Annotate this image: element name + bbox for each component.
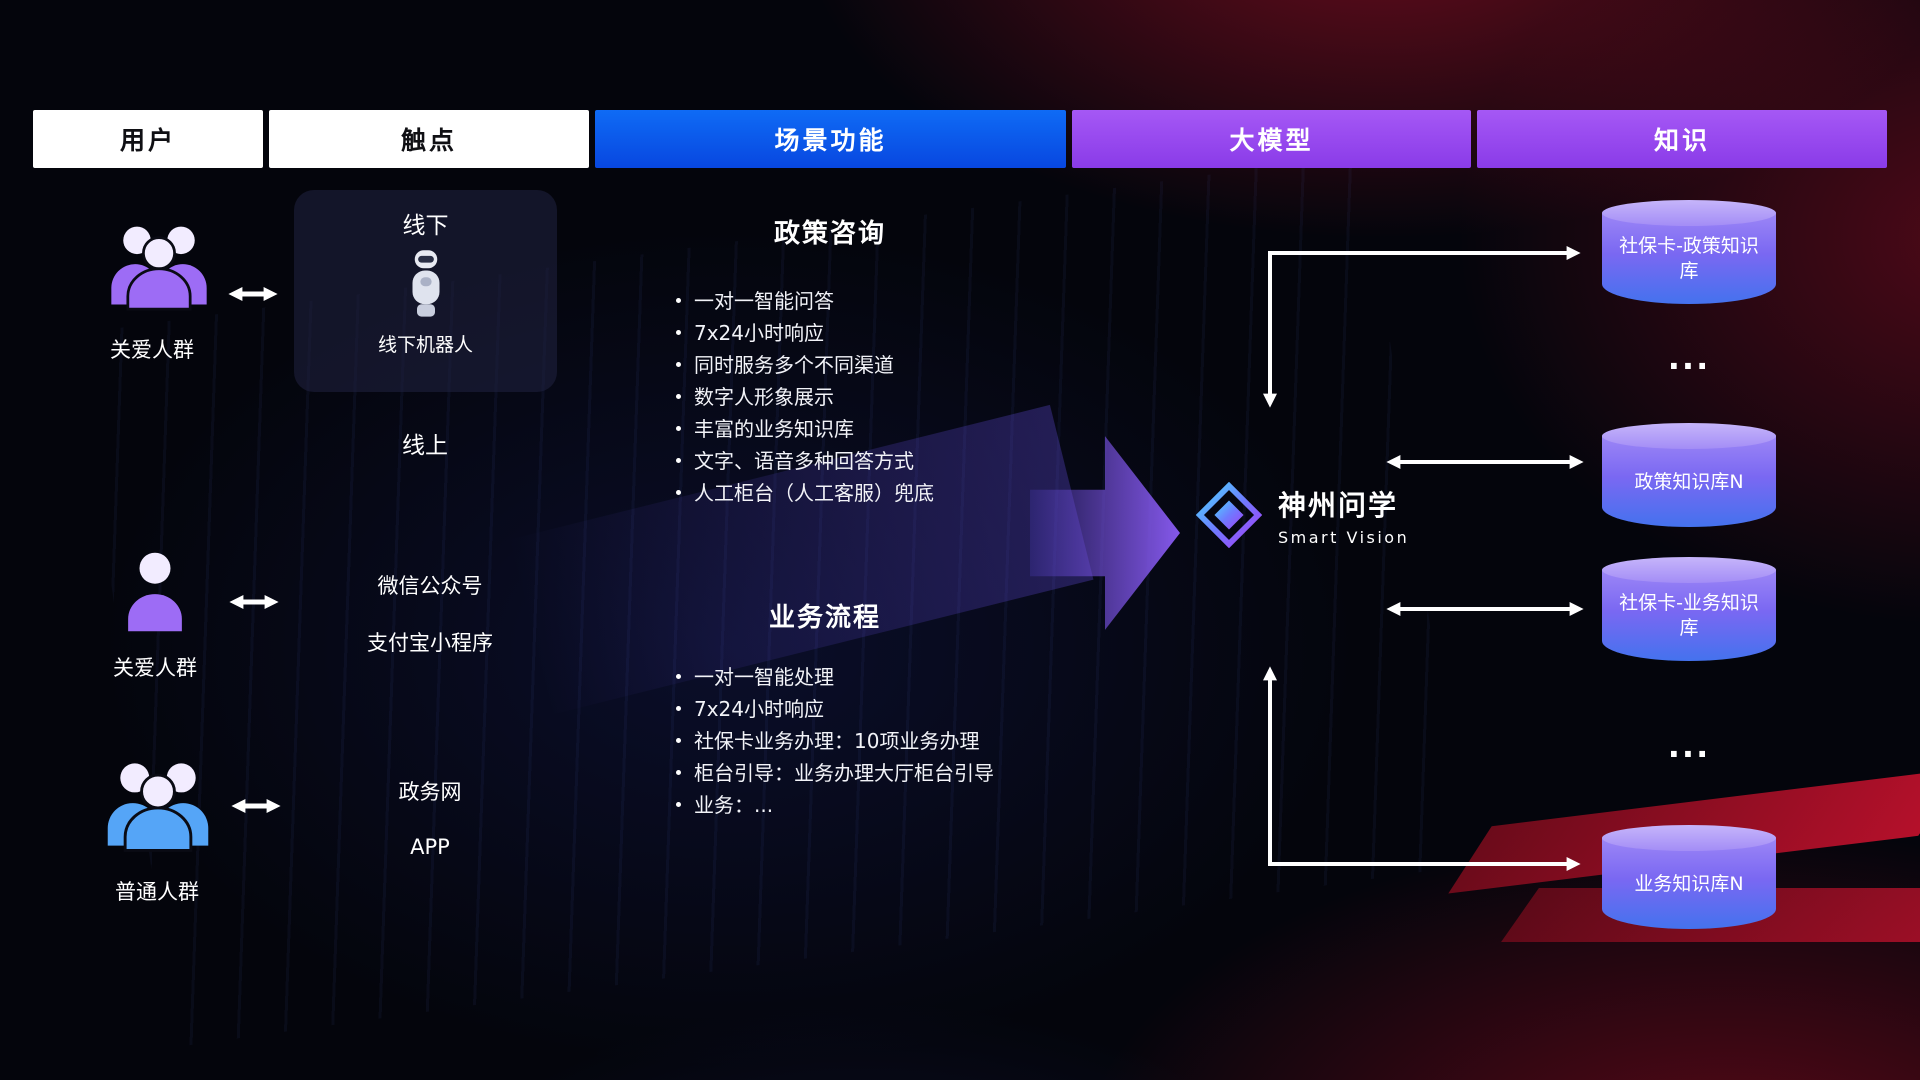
column-header-large-model: 大模型 [1072,110,1471,168]
feature-item: 人工柜台（人工客服）兜底 [676,482,934,504]
knowledge-db-label: 社保卡-业务知识库 [1619,592,1759,639]
feature-item: 社保卡业务办理：10项业务办理 [676,730,994,752]
user-group-icon [111,226,207,311]
knowledge-ellipsis: ... [1667,339,1711,377]
channel-app: APP [410,835,450,859]
cylinder-body [1602,838,1776,929]
robot-icon [412,250,439,317]
feature-item: 柜台引导：业务办理大厅柜台引导 [676,762,994,784]
model-logo: 神州问学 Smart Vision [1196,482,1409,548]
user-single-icon [128,552,182,632]
user-label: 普通人群 [115,880,199,904]
cylinder-lid [1602,557,1776,583]
section-title-business-process: 业务流程 [768,603,881,633]
feature-item: 同时服务多个不同渠道 [676,354,934,376]
diamond-logo-icon [1196,482,1262,548]
feature-item: 文字、语音多种回答方式 [676,450,934,472]
offline-robot-label: 线下机器人 [377,334,473,356]
feature-item: 一对一智能处理 [676,666,994,688]
channel-alipay-miniapp: 支付宝小程序 [367,631,493,655]
model-subtitle: Smart Vision [1278,527,1410,547]
offline-touchpoint-card: 线下 线下机器人 [294,190,557,392]
knowledge-db-business-n: 业务知识库N [1602,825,1776,929]
knowledge-db-label: 业务知识库N [1634,872,1744,895]
feature-item: 丰富的业务知识库 [676,418,934,440]
cylinder-lid [1602,423,1776,449]
offline-title: 线下 [402,213,449,239]
policy-consult-feature-list: 一对一智能问答 7x24小时响应 同时服务多个不同渠道 数字人形象展示 丰富的业… [676,290,934,514]
feature-item: 数字人形象展示 [676,386,934,408]
knowledge-db-social-business: 社保卡-业务知识库 [1602,557,1776,661]
channel-wechat: 微信公众号 [377,574,483,598]
channel-gov-web: 政务网 [398,780,462,804]
feature-item: 7x24小时响应 [676,698,994,720]
user-label: 关爱人群 [110,338,194,362]
online-title: 线上 [402,433,448,459]
feature-item: 7x24小时响应 [676,322,934,344]
model-name: 神州问学 [1278,488,1399,522]
cylinder-lid [1602,200,1776,226]
cylinder-body [1602,213,1776,304]
cylinder-body [1602,436,1776,527]
user-label: 关爱人群 [113,656,197,680]
knowledge-db-label: 社保卡-政策知识库 [1619,235,1759,282]
knowledge-db-label: 政策知识库N [1634,470,1744,493]
knowledge-ellipsis: ... [1667,727,1711,765]
feature-item: 一对一智能问答 [676,290,934,312]
feature-item: 业务：... [676,794,994,816]
section-title-policy-consult: 政策咨询 [773,219,886,249]
business-process-feature-list: 一对一智能处理 7x24小时响应 社保卡业务办理：10项业务办理 柜台引导：业务… [676,666,994,826]
column-header-touchpoints: 触点 [269,110,589,168]
cylinder-lid [1602,825,1776,851]
column-header-scene-functions: 场景功能 [595,110,1066,168]
cylinder-body [1602,570,1776,661]
column-header-users: 用户 [33,110,263,168]
knowledge-db-policy-n: 政策知识库N [1602,423,1776,527]
user-group-icon [107,763,209,852]
column-header-knowledge: 知识 [1477,110,1887,168]
knowledge-db-social-policy: 社保卡-政策知识库 [1602,200,1776,304]
